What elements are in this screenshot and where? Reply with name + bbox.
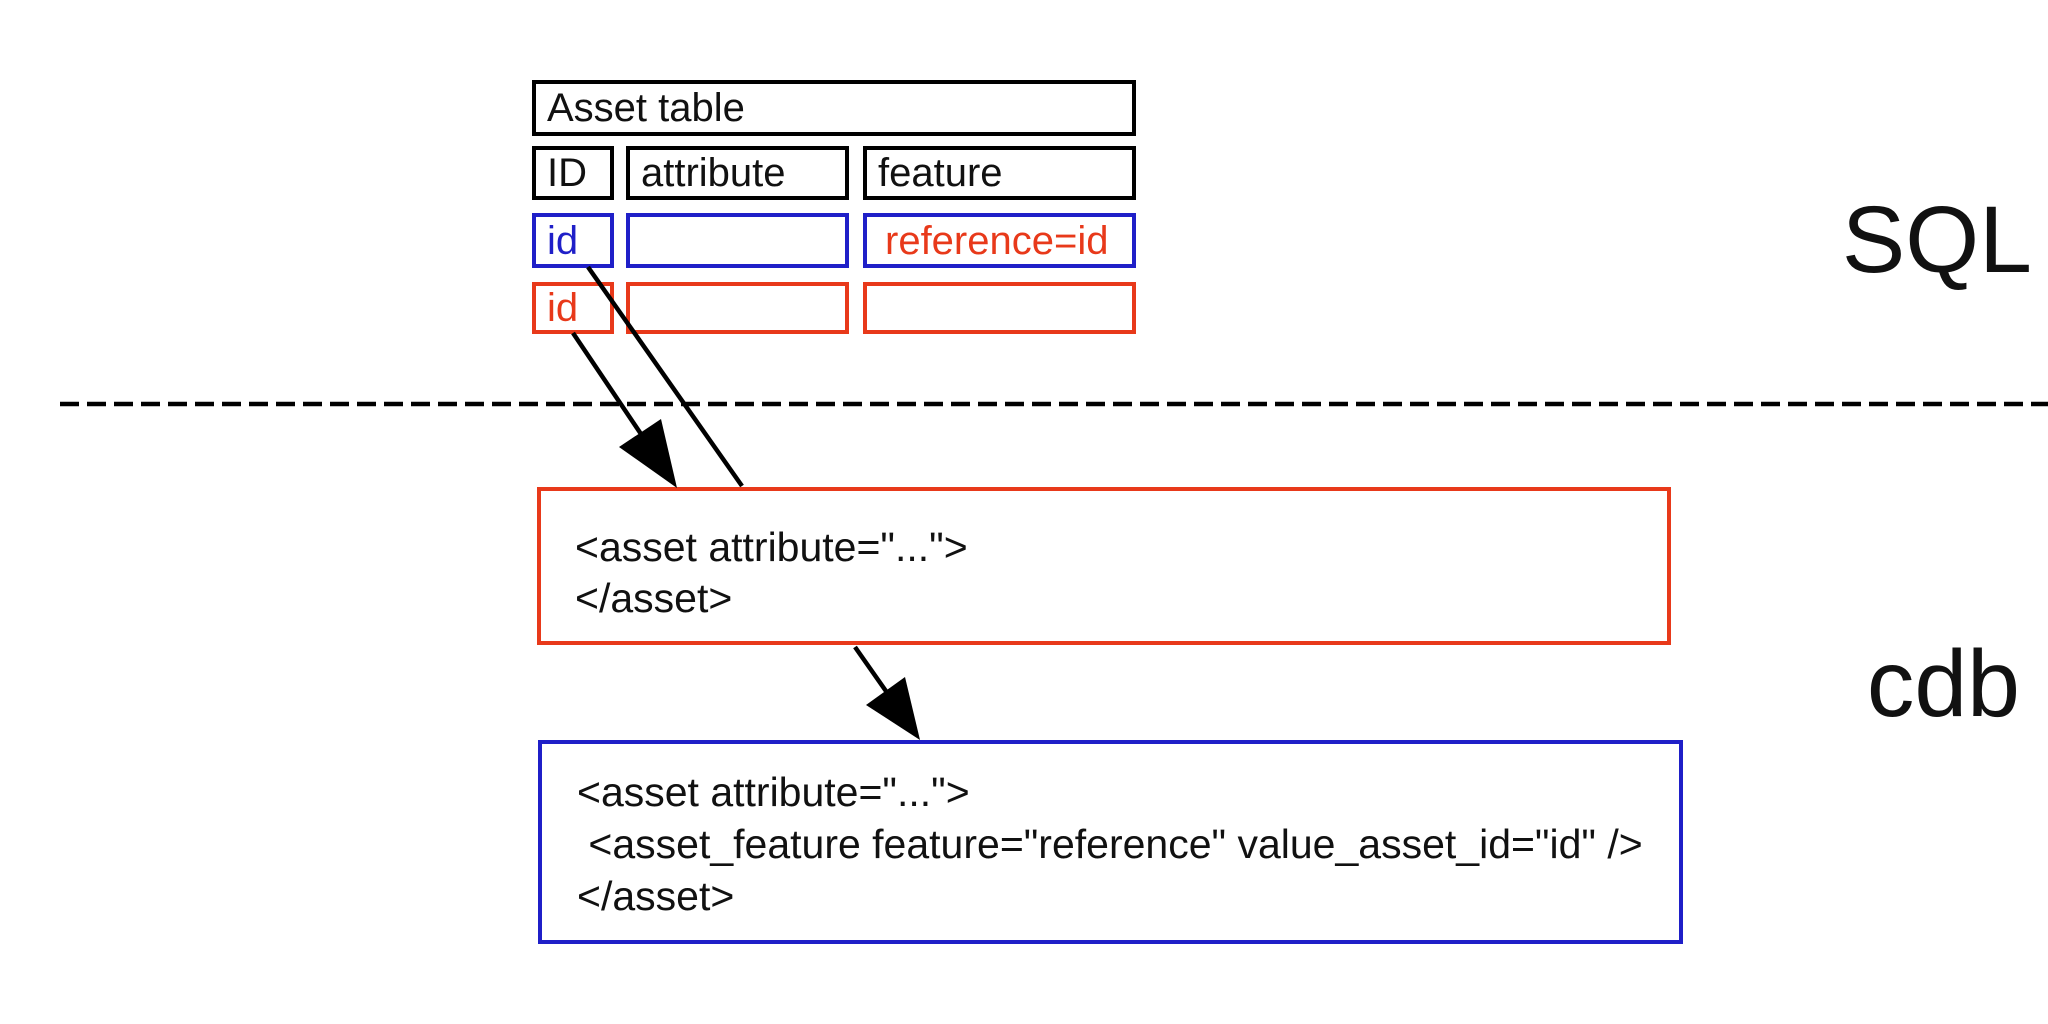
region-label-sql: SQL [1841, 187, 2032, 293]
red-asset-code-line-1: <asset attribute="..."> [575, 524, 968, 570]
arrow-red-id-to-red-box-head [619, 419, 677, 488]
arrow-red-box-to-blue-box [853, 645, 920, 740]
row-blue-feature-value: reference=id [885, 218, 1109, 263]
header-label-id: ID [547, 151, 587, 195]
row-blue-cell-feature: reference=id [863, 213, 1136, 268]
header-cell-id: ID [532, 146, 614, 200]
row-blue-id-value: id [547, 218, 579, 263]
blue-asset-code-box: <asset attribute="..."> <asset_feature f… [538, 740, 1683, 944]
asset-table-title-box: Asset table [532, 80, 1136, 136]
row-red-cell-feature [863, 282, 1136, 334]
row-blue-cell-attribute [626, 213, 849, 268]
header-cell-attribute: attribute [626, 146, 849, 200]
arrow-red-id-to-red-box [571, 331, 677, 488]
arrow-red-id-to-red-box-shaft [571, 331, 645, 439]
blue-asset-code-line-1: <asset attribute="..."> [577, 769, 970, 815]
header-label-attribute: attribute [641, 151, 786, 195]
header-cell-feature: feature [863, 146, 1136, 200]
blue-asset-code-line-2: <asset_feature feature="reference" value… [577, 821, 1643, 867]
row-red-id-value: id [547, 286, 579, 330]
red-asset-code-line-2: </asset> [575, 575, 733, 621]
arrow-red-box-to-blue-box-head [866, 677, 920, 740]
region-label-cdb: cdb [1866, 631, 2020, 737]
row-blue-cell-id: id [532, 213, 614, 268]
red-asset-code-box: <asset attribute="..."> </asset> [537, 487, 1671, 645]
row-red-cell-attribute [626, 282, 849, 334]
header-label-feature: feature [878, 151, 1003, 195]
asset-table-title: Asset table [547, 86, 745, 130]
row-red-cell-id: id [532, 282, 614, 334]
blue-asset-code-line-3: </asset> [577, 873, 735, 919]
arrow-red-box-to-blue-box-shaft [853, 645, 890, 696]
